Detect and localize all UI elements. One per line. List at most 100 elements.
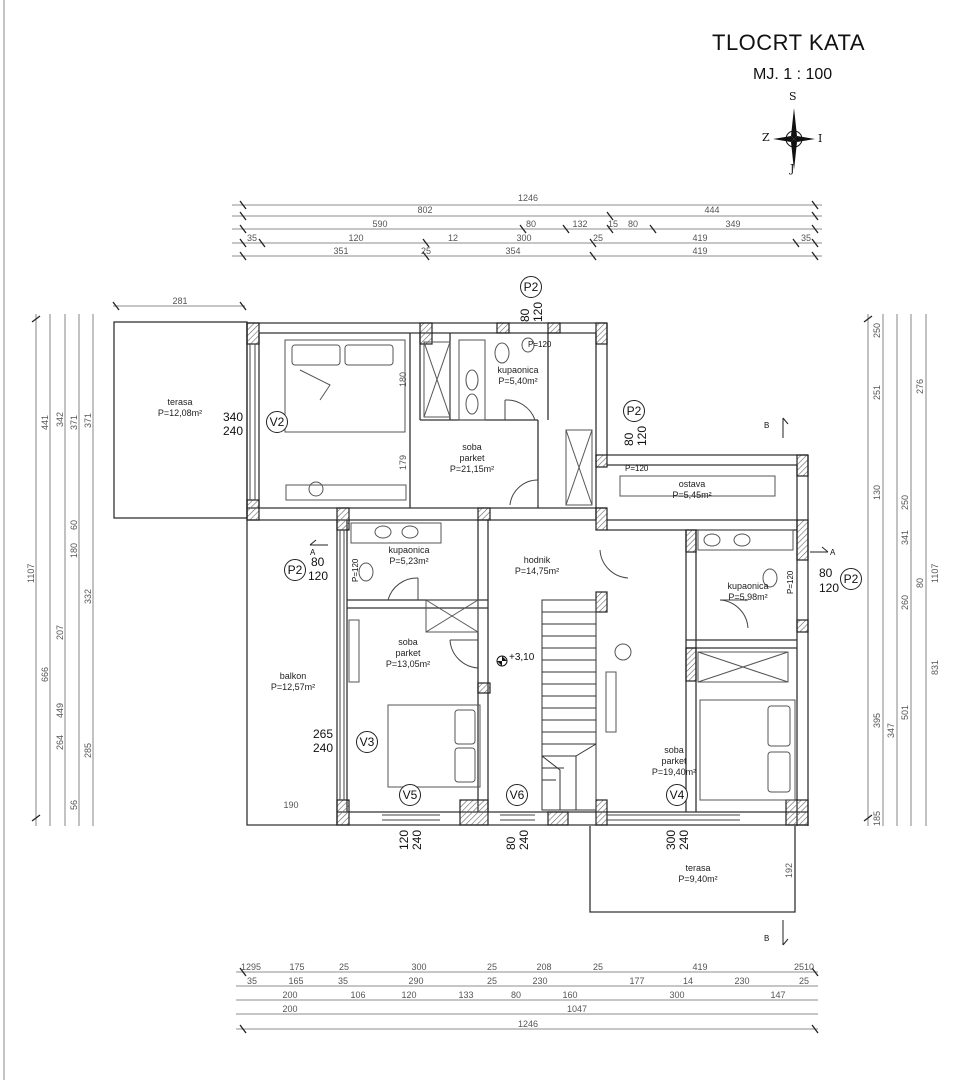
room-storage: ostava P=5,45m² xyxy=(672,479,711,501)
compass-east-label: I xyxy=(818,132,823,145)
dim-bottom-row3: 106 xyxy=(350,990,366,1000)
dim-bottom-row2: 230 xyxy=(734,976,750,986)
section-b-top: B xyxy=(764,421,770,430)
dim-bottom-row2: 35 xyxy=(246,976,258,986)
room-area: P=5,45m² xyxy=(672,490,712,500)
room-bathroom-left: kupaonica P=5,23m² xyxy=(388,545,429,567)
dim-top-row5: 25 xyxy=(420,246,432,256)
window-tag-p2-top: P2 xyxy=(520,276,542,298)
dim-right-col2: 341 xyxy=(900,529,910,545)
compass-south-label: J xyxy=(790,162,795,175)
section-markers xyxy=(309,417,829,946)
dim-bottom-row3: 200 xyxy=(282,990,298,1000)
dim-top-row3: 590 xyxy=(372,219,388,229)
dim-left-col3: 342 xyxy=(55,411,65,427)
dim-right-col3: 501 xyxy=(900,704,910,720)
room-name: hodnik xyxy=(523,555,551,565)
dim-top-row4: 419 xyxy=(692,233,708,243)
staircase xyxy=(541,599,597,811)
sill-height-left: P=120 xyxy=(351,558,360,582)
dim-180: 180 xyxy=(398,371,408,387)
window-tag-v4: V4 xyxy=(666,784,688,806)
room-name: soba xyxy=(462,442,482,452)
window-p2-mid-height: 120 xyxy=(635,425,649,446)
dim-bottom-row1: 175 xyxy=(289,962,305,972)
dim-left-col4: 285 xyxy=(83,742,93,758)
dim-top-row2: 802 xyxy=(417,205,433,215)
furniture-beds xyxy=(284,339,796,801)
room-area: P=21,15m² xyxy=(449,464,495,474)
compass-west-label: Z xyxy=(762,131,770,144)
room-name: soba xyxy=(664,745,684,755)
dim-right-total: 1107 xyxy=(930,563,940,583)
dim-bottom-row2: 14 xyxy=(682,976,694,986)
dim-top-row3: 80 xyxy=(525,219,537,229)
room-floor: parket xyxy=(395,648,421,658)
dim-bottom-row1: 25 xyxy=(592,962,604,972)
drawing-title: TLOCRT KATA xyxy=(712,30,866,55)
dim-bottom-row1: 1295 xyxy=(240,962,262,972)
window-tag-p2-left: P2 xyxy=(284,559,306,581)
room-area: P=5,40m² xyxy=(498,376,538,386)
dim-top-row3: 15 xyxy=(607,219,619,229)
dim-top-row4: 120 xyxy=(348,233,364,243)
dim-top-row4: 35 xyxy=(246,233,258,243)
dim-bottom-row1: 25 xyxy=(338,962,350,972)
room-name: kupaonica xyxy=(727,581,769,591)
dim-bottom-row1: 208 xyxy=(536,962,552,972)
dim-top-row4: 25 xyxy=(592,233,604,243)
window-v2-width: 340 xyxy=(223,410,244,424)
window-tag-p2-right: P2 xyxy=(840,568,862,590)
section-a-left: A xyxy=(310,548,316,557)
room-bathroom-top: kupaonica P=5,40m² xyxy=(497,365,538,387)
dim-top-row5: 351 xyxy=(333,246,349,256)
dim-right-col4: 395 xyxy=(872,712,882,728)
dim-bottom-row1: 419 xyxy=(692,962,708,972)
dim-top-row2: 444 xyxy=(704,205,720,215)
dimension-ticks xyxy=(31,200,873,1034)
dim-bottom-row1: 300 xyxy=(411,962,427,972)
dim-left-col3: 449 xyxy=(55,702,65,718)
dim-bottom-row2: 177 xyxy=(629,976,645,986)
dim-192: 192 xyxy=(784,862,794,878)
room-area: P=19,40m² xyxy=(651,767,697,777)
balcony-outline xyxy=(246,520,337,826)
window-lines xyxy=(249,344,740,821)
dim-bottom-total: 1246 xyxy=(517,1019,539,1029)
dim-left-col5: 60 xyxy=(69,519,79,530)
left-dimension-lines xyxy=(35,314,94,826)
dim-right-col2: 831 xyxy=(930,659,940,675)
room-floor: parket xyxy=(661,756,687,766)
dim-terrace-width: 281 xyxy=(172,296,188,306)
dim-right-col4: 130 xyxy=(872,484,882,500)
room-area: P=14,75m² xyxy=(514,566,560,576)
dim-right-col4: 80 xyxy=(915,577,925,588)
window-p2-top-width: 80 xyxy=(518,308,532,322)
room-name: soba xyxy=(398,637,418,647)
room-area: P=13,05m² xyxy=(385,659,431,669)
window-p2-left-height: 120 xyxy=(308,569,329,583)
window-tag-p2-mid: P2 xyxy=(623,400,645,422)
window-v2-height: 240 xyxy=(223,424,244,438)
window-p2-left-width: 80 xyxy=(311,555,325,569)
top-dimension-lines xyxy=(113,204,822,307)
dim-bottom-row4: 200 xyxy=(282,1004,298,1014)
sill-height-right: P=120 xyxy=(786,570,795,594)
window-v5-height: 240 xyxy=(410,829,424,850)
dim-left-col4: 371 xyxy=(83,412,93,428)
dim-left-col4: 264 xyxy=(55,734,65,750)
dim-top-row4: 300 xyxy=(516,233,532,243)
dim-right-col2: 276 xyxy=(915,378,925,394)
sill-height-mid: P=120 xyxy=(625,464,649,473)
dim-top-row5: 419 xyxy=(692,246,708,256)
dim-bottom-row2: 290 xyxy=(408,976,424,986)
room-balcony: balkon P=12,57m² xyxy=(271,671,315,693)
dim-right-col5: 185 xyxy=(872,810,882,826)
room-name: balkon xyxy=(279,671,307,681)
dim-right-col3: 251 xyxy=(872,384,882,400)
dim-bottom-row1: 2510 xyxy=(793,962,815,972)
window-p2-mid-width: 80 xyxy=(622,432,636,446)
room-floor: parket xyxy=(459,453,485,463)
room-name: terasa xyxy=(685,863,711,873)
drawing-scale: MJ. 1 : 100 xyxy=(753,66,833,83)
